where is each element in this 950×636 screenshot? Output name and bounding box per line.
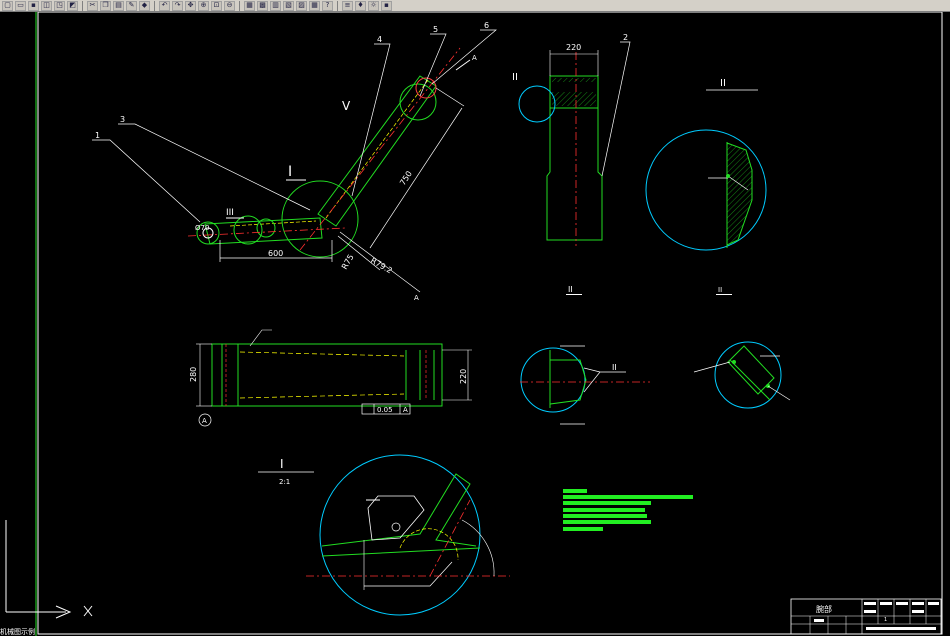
view-label-V: V	[342, 99, 351, 113]
zoom-realtime-icon[interactable]: ⊕	[198, 0, 209, 11]
leader-label-5: 5	[433, 25, 438, 34]
detail-II-right: II	[693, 286, 791, 409]
calculator-icon[interactable]: ▦	[309, 0, 320, 11]
leader-label-1: 1	[95, 131, 100, 140]
markup-icon[interactable]: ▨	[296, 0, 307, 11]
undo-icon[interactable]: ↶	[159, 0, 170, 11]
technical-notes	[563, 489, 693, 531]
standard-toolbar: ▢▭▪◫◳◩✂❐▤✎◆↶↷✥⊕⊡⊖▦▩▥▧▨▦?≡♦☼▪	[0, 0, 950, 12]
view-label-A-top: A	[472, 54, 477, 62]
title-block: 腕部 1	[790, 598, 942, 635]
detail-title-II-top: II	[720, 78, 726, 89]
detail-II-top-right: II	[645, 78, 767, 251]
cut-icon[interactable]: ✂	[87, 0, 98, 11]
open-folder-icon[interactable]: ▭	[15, 0, 26, 11]
match-properties-icon[interactable]: ✎	[126, 0, 137, 11]
tolerance-ref: A	[403, 406, 408, 414]
section-mid-tag: II	[612, 363, 617, 372]
tolerance-value: 0.05	[377, 406, 393, 414]
view-label-A-bottom: A	[414, 294, 419, 302]
copy-icon[interactable]: ❐	[100, 0, 111, 11]
toolbar-separator	[82, 0, 83, 11]
zoom-window-icon[interactable]: ⊡	[211, 0, 222, 11]
preview-icon[interactable]: ◳	[54, 0, 65, 11]
dim-dia-70: Ø70	[195, 224, 209, 232]
dim-600: 600	[268, 249, 283, 258]
leader-label-6: 6	[484, 21, 489, 30]
sheet-set-icon[interactable]: ▧	[283, 0, 294, 11]
section-scale: 2:1	[279, 478, 290, 486]
layer-state-icon[interactable]: ♦	[355, 0, 366, 11]
redo-icon[interactable]: ↷	[172, 0, 183, 11]
title-block-title: 腕部	[816, 604, 832, 614]
view-label-II-left: II	[512, 72, 518, 83]
leader-label-3: 3	[120, 115, 125, 124]
detail-title-II-right: II	[718, 286, 722, 294]
toolbar-separator	[239, 0, 240, 11]
ucs-icon	[5, 520, 93, 619]
new-file-icon[interactable]: ▢	[2, 0, 13, 11]
dim-280: 280	[189, 367, 198, 382]
dim-220-top: 220	[566, 43, 581, 52]
shaft-side-view: 220 2 II	[512, 33, 631, 246]
section-title-I: I	[280, 457, 284, 471]
section-title-II: II	[568, 285, 573, 294]
section-I-enlarged: I 2:1	[258, 454, 510, 616]
block-editor-icon[interactable]: ◆	[139, 0, 150, 11]
help-icon[interactable]: ?	[322, 0, 333, 11]
dim-220-side: 220	[459, 369, 468, 384]
layer-manager-icon[interactable]: ≡	[342, 0, 353, 11]
layer-freeze-icon[interactable]: ☼	[368, 0, 379, 11]
publish-icon[interactable]: ◩	[67, 0, 78, 11]
toolbar-separator	[154, 0, 155, 11]
pan-icon[interactable]: ✥	[185, 0, 196, 11]
layer-lock-icon[interactable]: ▪	[381, 0, 392, 11]
save-icon[interactable]: ▪	[28, 0, 39, 11]
command-line[interactable]: 机械图示例	[0, 628, 35, 636]
paste-icon[interactable]: ▤	[113, 0, 124, 11]
sheet-border-outer	[37, 12, 943, 635]
toolbar-separator	[337, 0, 338, 11]
section-II-middle: II II	[520, 285, 650, 425]
zoom-previous-icon[interactable]: ⊖	[224, 0, 235, 11]
leader-label-4: 4	[377, 35, 382, 44]
arm-body-front-view: 280 220 0.05 A A	[189, 329, 472, 427]
leader-label-2: 2	[623, 33, 628, 42]
view-label-III: III	[226, 208, 234, 218]
view-label-I: I	[288, 164, 292, 180]
design-center-icon[interactable]: ▩	[257, 0, 268, 11]
plot-icon[interactable]: ◫	[41, 0, 52, 11]
title-block-cell: 1	[884, 617, 887, 623]
tool-palettes-icon[interactable]: ▥	[270, 0, 281, 11]
datum-A: A	[202, 417, 207, 425]
properties-icon[interactable]: ▦	[244, 0, 255, 11]
drawing-canvas[interactable]: 1 3 4 5 6 V I III A A Ø70 600 750 R75 R7…	[0, 12, 950, 636]
